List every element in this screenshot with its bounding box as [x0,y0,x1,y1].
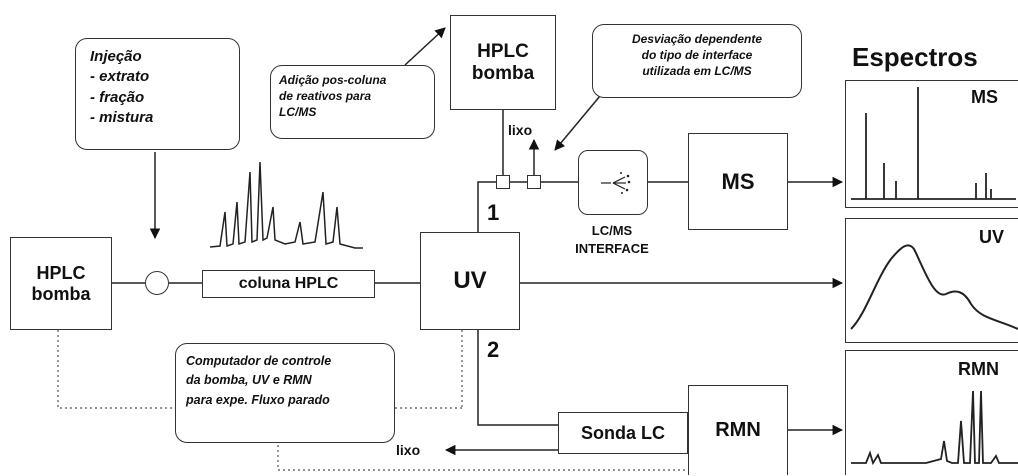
path-label-2: 2 [487,337,500,362]
hplc-pump-top-line2: bomba [471,62,535,84]
tee-fitting-1 [496,175,510,189]
ms-spectrum-label: MS [971,87,998,107]
rmn-spectrum-plot [851,390,1018,466]
hplc-pump-top-line1: HPLC [477,40,529,62]
ms-spectrum-panel: MS [845,80,1018,208]
ms-detector: MS [688,133,788,230]
arrow-postcolumn-note [404,27,446,66]
postcolumn-note-line: de reativos para [279,89,372,104]
injection-note: Injeção - extrato - fração - mistura [75,38,240,150]
path-label-1: 1 [487,200,500,225]
hplc-pump-left: HPLC bomba [10,237,112,330]
computer-note-line: da bomba, UV e RMN [186,373,312,388]
uv-spectrum-label: UV [979,227,1005,247]
waste-label-top: lixo [508,122,533,138]
nmr-detector: RMN [688,385,788,475]
arrow-deviation-note [554,95,601,151]
spectra-title: Espectros [852,42,978,72]
hplc-column: coluna HPLC [202,270,375,298]
injection-note-item: - fração [90,88,145,106]
uv-spectrum-plot [850,244,1018,330]
lcms-interface-box [578,150,648,215]
deviation-note-line: do tipo de interface [641,48,753,63]
postcolumn-reagent-note: Adição pos-coluna de reativos para LC/MS [270,65,435,139]
postcolumn-note-line: LC/MS [279,105,317,120]
injection-note-item: - extrato [90,68,150,86]
interface-deviation-note: Desviação dependente do tipo de interfac… [592,24,802,98]
chromatogram-sketch [209,161,363,249]
injection-note-item: - mistura [90,108,154,126]
lcms-interface-label-line1: LC/MS [591,223,633,238]
tee-fitting-2 [527,175,541,189]
hplc-pump-left-line1: HPLC [36,262,86,283]
deviation-note-line: utilizada em LC/MS [642,64,752,79]
control-line-rmn [277,445,690,471]
lc-probe: Sonda LC [558,412,688,454]
computer-control-note: Computador de controle da bomba, UV e RM… [175,343,395,443]
deviation-note-line: Desviação dependente [631,32,763,46]
flow-line-path-2 [477,330,558,426]
control-line-pump [57,330,175,409]
hplc-pump-left-line2: bomba [31,283,91,304]
ms-spectrum-plot [851,87,1016,200]
uv-detector: UV [420,232,520,330]
computer-note-line: para expe. Fluxo parado [186,392,330,407]
rmn-spectrum-label: RMN [958,359,999,379]
lcms-interface-label: LC/MS INTERFACE [560,222,664,258]
flow-line-path-1 [477,181,496,232]
waste-label-bottom: lixo [396,442,421,458]
injector-valve [145,271,169,295]
spray-icon [601,171,631,194]
rmn-spectrum-panel: RMN [845,350,1018,475]
postcolumn-note-line: Adição pos-coluna [279,73,387,87]
computer-note-line: Computador de controle [186,354,332,368]
injection-note-title: Injeção [90,48,142,65]
uv-spectrum-panel: UV [845,218,1018,343]
lcms-interface-label-line2: INTERFACE [575,241,649,257]
hplc-pump-top: HPLC bomba [450,15,556,110]
